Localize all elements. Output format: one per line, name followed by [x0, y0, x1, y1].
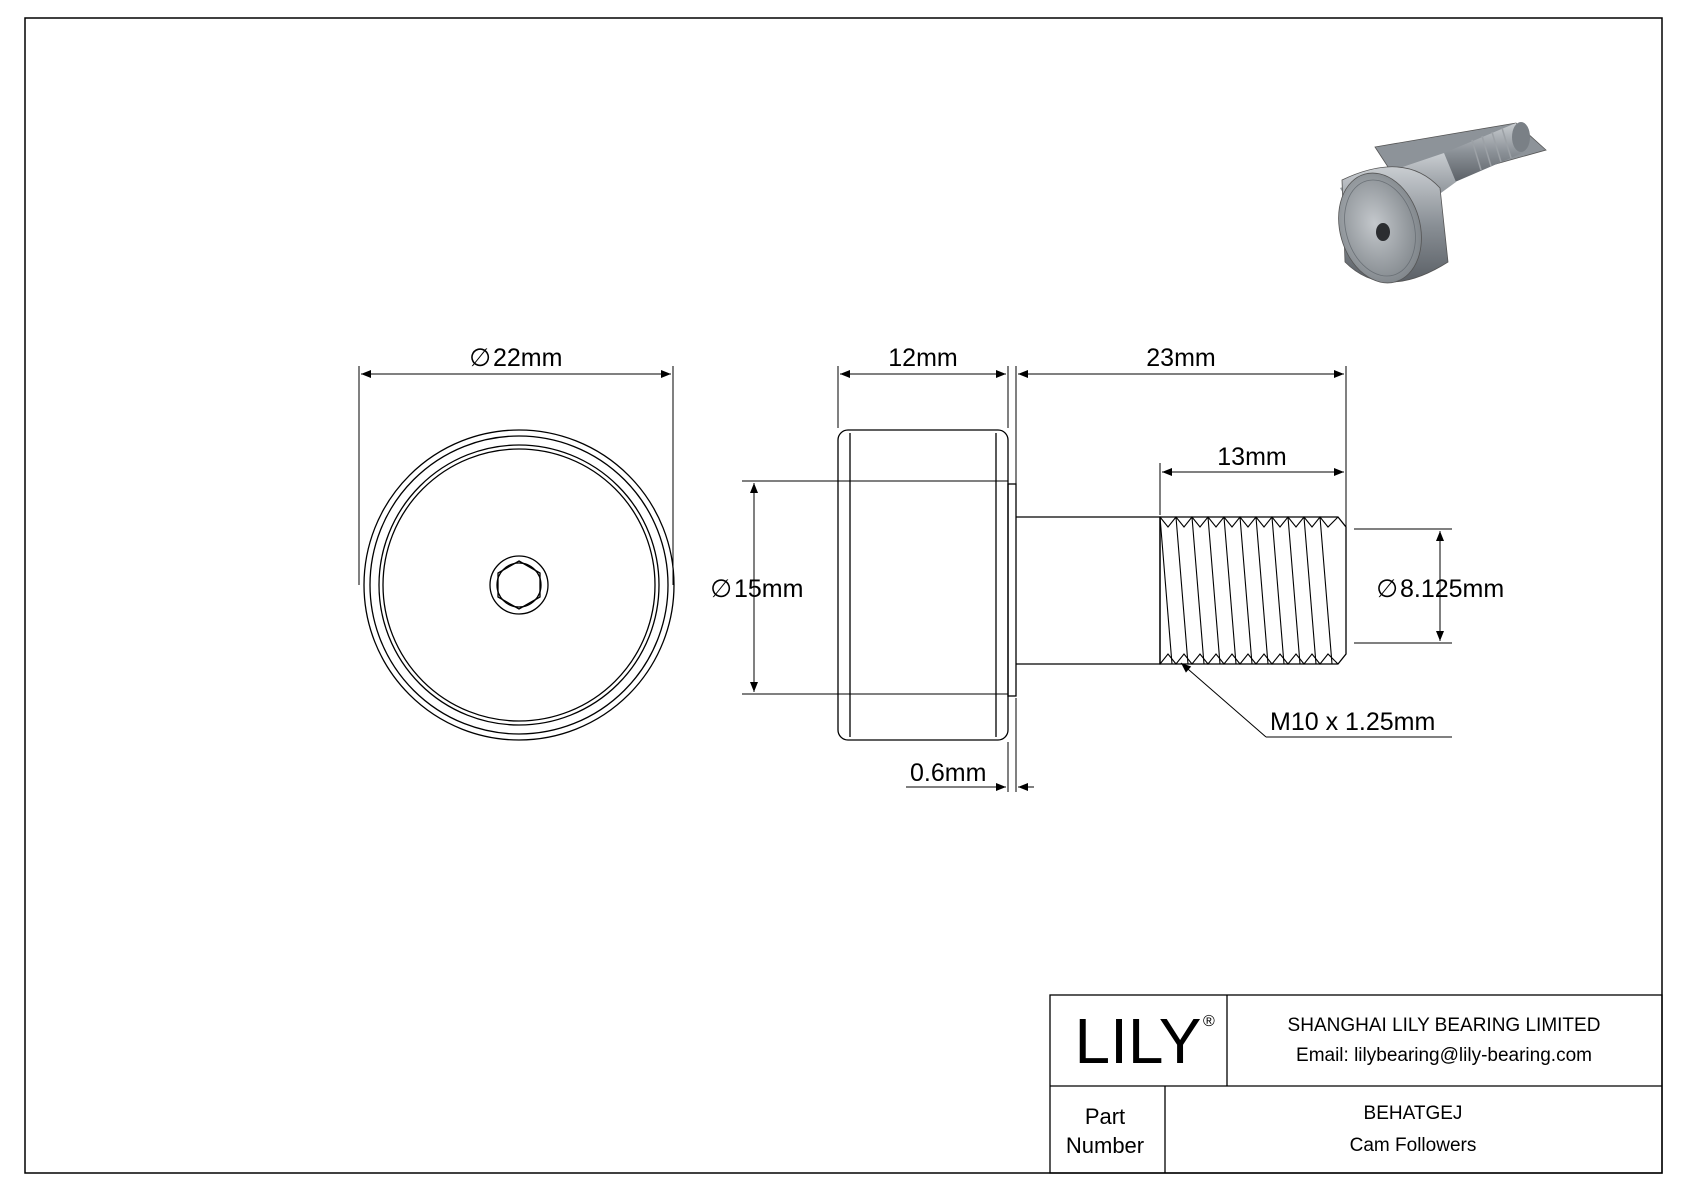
stud-length-label: 23mm	[1146, 344, 1215, 372]
outer-diameter-label: 22mm	[493, 344, 562, 372]
dimension-width: 12mm	[837, 344, 1009, 428]
width-label: 12mm	[888, 344, 957, 372]
front-view	[363, 429, 675, 741]
part-type: Cam Followers	[1350, 1135, 1477, 1156]
part-number-label-line1: Part	[1085, 1104, 1125, 1129]
diameter-symbol: ∅	[469, 344, 491, 372]
part-number-label-line2: Number	[1066, 1133, 1144, 1158]
thread-pattern	[1159, 516, 1339, 665]
dimension-flange-diameter: ∅ 15mm	[710, 480, 1008, 695]
dimension-flange-thickness: 0.6mm	[906, 698, 1034, 792]
flange-diameter-label: 15mm	[734, 575, 803, 603]
part-number-value: BEHATGEJ	[1364, 1103, 1463, 1124]
dimension-thread-root-diameter: ∅ 8.125mm	[1354, 528, 1504, 644]
thread-spec-callout: M10 x 1.25mm	[1180, 662, 1452, 738]
thread-spec-label: M10 x 1.25mm	[1270, 708, 1435, 736]
flange-thickness-label: 0.6mm	[910, 759, 986, 787]
company-email: Email: lilybearing@lily-bearing.com	[1296, 1045, 1592, 1066]
cam-follower-render	[1338, 122, 1547, 284]
diameter-symbol: ∅	[1376, 575, 1398, 603]
drawing-border	[24, 17, 1663, 1174]
logo-registered-mark: ®	[1203, 1013, 1215, 1030]
dimension-outer-diameter: ∅ 22mm	[358, 344, 674, 585]
title-block	[1049, 994, 1663, 1174]
thread-root-diameter-label: 8.125mm	[1400, 575, 1504, 603]
dimension-stud-length: 23mm	[1015, 344, 1347, 527]
thread-length-label: 13mm	[1217, 443, 1286, 471]
dimension-thread-length: 13mm	[1159, 443, 1344, 515]
company-logo: LILY	[1075, 1005, 1202, 1077]
diameter-symbol: ∅	[710, 575, 732, 603]
company-name: SHANGHAI LILY BEARING LIMITED	[1288, 1015, 1601, 1036]
